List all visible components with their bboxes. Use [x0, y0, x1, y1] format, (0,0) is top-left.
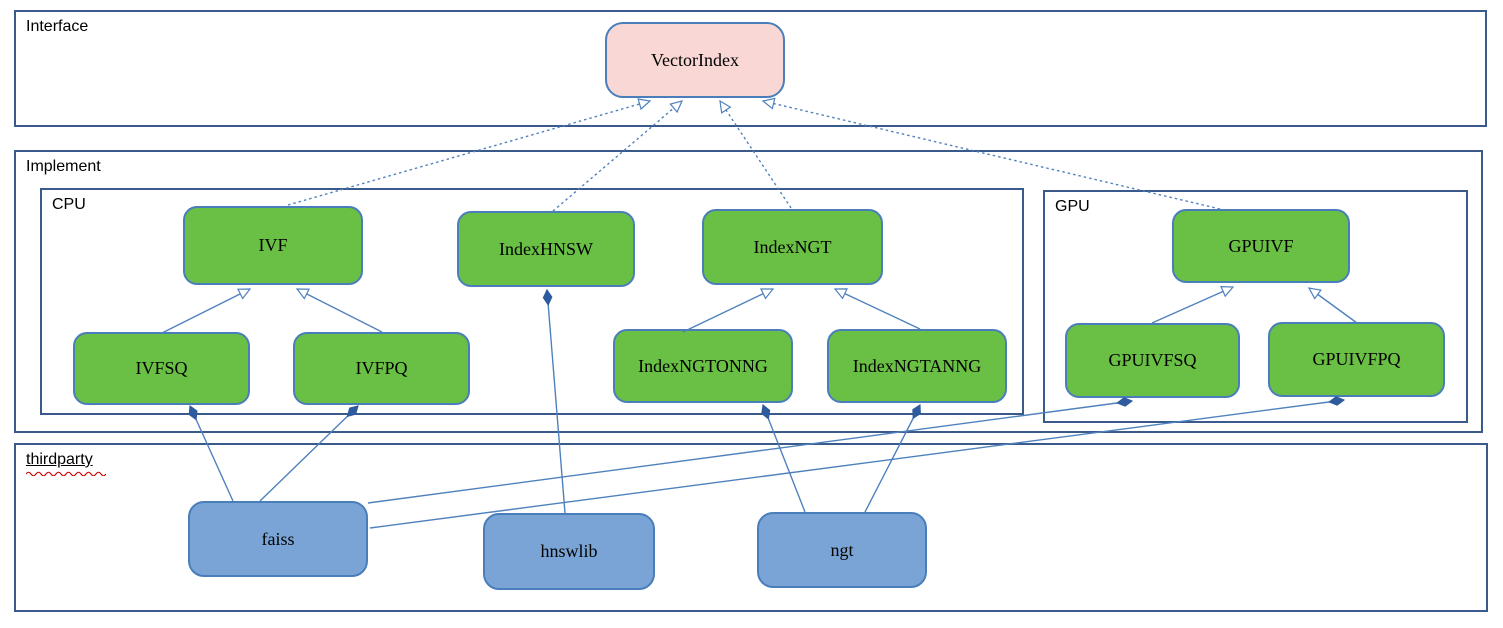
node-hnswlib: hnswlib — [483, 513, 655, 590]
node-ngt: ngt — [757, 512, 927, 588]
container-cpu-label: CPU — [52, 196, 86, 213]
node-gpuivfsq-label: GPUIVFSQ — [1108, 350, 1197, 370]
container-interface-label: Interface — [26, 18, 89, 35]
node-ivfsq-label: IVFSQ — [135, 358, 188, 378]
node-indexngt-label: IndexNGT — [753, 236, 832, 257]
node-ivfpq: IVFPQ — [293, 332, 470, 405]
container-implement-label: Implement — [26, 158, 101, 175]
node-gpuivfsq: GPUIVFSQ — [1065, 323, 1240, 398]
node-ivfsq: IVFSQ — [73, 332, 250, 405]
container-thirdparty-label: thirdparty — [26, 451, 93, 468]
node-ivf-label: IVF — [258, 235, 288, 255]
node-ngt-label: ngt — [830, 539, 854, 560]
node-indexhnsw-label: IndexHNSW — [499, 238, 593, 259]
node-indexngtonng-label: IndexNGTONNG — [638, 355, 768, 376]
node-indexngtanng-label: IndexNGTANNG — [852, 355, 982, 376]
node-ivfpq-label: IVFPQ — [355, 358, 408, 378]
spellcheck-squiggle-icon — [26, 471, 106, 476]
node-hnswlib-label: hnswlib — [540, 541, 598, 561]
node-indexngtanng: IndexNGTANNG — [827, 329, 1007, 403]
node-indexngtonng: IndexNGTONNG — [613, 329, 793, 403]
node-vectorindex: VectorIndex — [605, 22, 785, 98]
node-gpuivf: GPUIVF — [1172, 209, 1350, 283]
node-vectorindex-label: VectorIndex — [651, 49, 739, 70]
container-gpu-label: GPU — [1055, 198, 1090, 215]
node-ivf: IVF — [183, 206, 363, 285]
node-gpuivf-label: GPUIVF — [1228, 235, 1294, 256]
node-gpuivfpq: GPUIVFPQ — [1268, 322, 1445, 397]
node-indexngt: IndexNGT — [702, 209, 883, 285]
node-gpuivfpq-label: GPUIVFPQ — [1312, 349, 1401, 369]
node-indexhnsw: IndexHNSW — [457, 211, 635, 287]
node-faiss-label: faiss — [261, 528, 295, 549]
node-faiss: faiss — [188, 501, 368, 577]
